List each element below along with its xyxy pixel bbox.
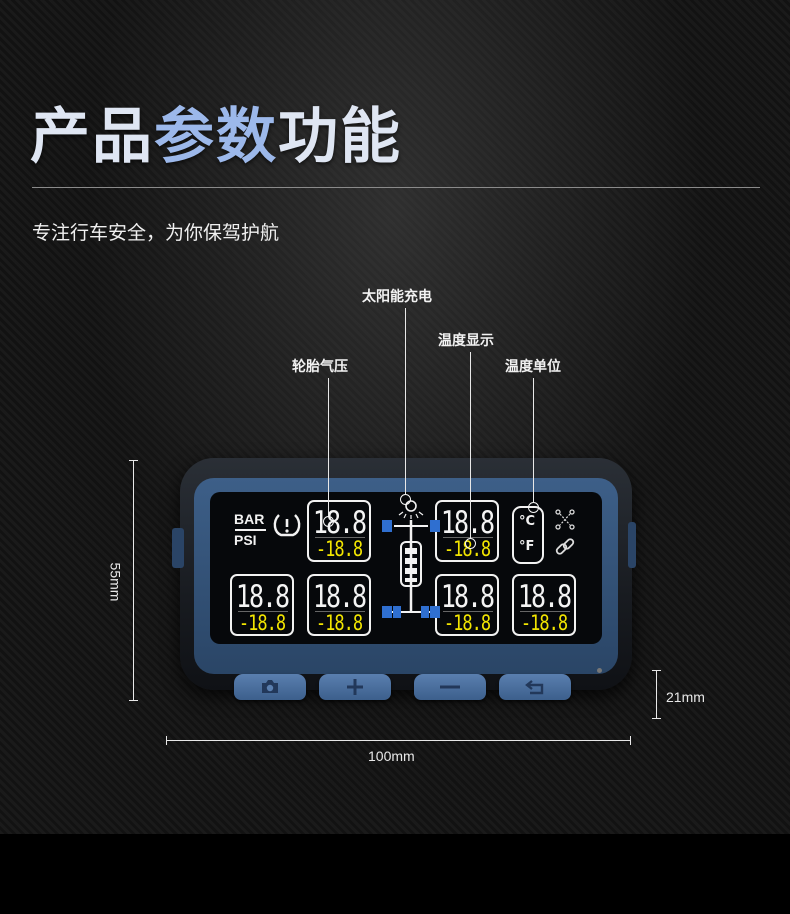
tire-display-rear-right-outer: 18.8 -18.8	[512, 574, 576, 636]
callout-temp-unit: 温度单位	[505, 359, 561, 375]
tire-pressure-value: 18.8	[312, 504, 367, 541]
indicator-led	[597, 668, 602, 673]
unit-divider	[235, 529, 266, 531]
title-part-params: 参数	[154, 102, 278, 172]
plus-icon	[347, 679, 363, 695]
celsius-label: °C	[519, 514, 536, 529]
height-dimension-label: 55mm	[107, 562, 124, 602]
subtitle: 专注行车安全，为你保驾护航	[32, 222, 280, 244]
bottom-band	[0, 834, 790, 914]
marker-ring-temp-unit	[528, 502, 539, 513]
depth-dimension-label: 21mm	[666, 689, 705, 705]
page-title: 产品参数功能	[30, 88, 402, 175]
return-icon	[525, 680, 544, 695]
callout-tire-pressure: 轮胎气压	[292, 359, 348, 375]
marker-ring-solar	[400, 494, 411, 505]
tire-pressure-value: 18.8	[440, 504, 495, 541]
side-button-left	[172, 528, 184, 568]
tire-display-rear-left-inner: 18.8 -18.8	[307, 574, 371, 636]
title-part-product: 产品	[30, 102, 154, 172]
width-dimension-label: 100mm	[368, 748, 415, 764]
width-dimension-line	[166, 740, 630, 741]
camera-button[interactable]	[234, 674, 306, 700]
tire-pressure-value: 18.8	[440, 578, 495, 615]
tire-display-rear-right-inner: 18.8 -18.8	[435, 574, 499, 636]
tire-temp-value: -18.8	[443, 611, 491, 636]
tire-temp-value: -18.8	[315, 611, 363, 636]
tire-temp-value: -18.8	[520, 611, 568, 636]
tpms-monitor-device: BAR PSI 18.8 -18.8 18.8 -18.8 18.8 -18.8…	[172, 458, 642, 704]
callout-temp-display: 温度显示	[438, 333, 494, 349]
side-button-right	[628, 522, 636, 568]
tire-temp-value: -18.8	[315, 537, 363, 562]
title-divider	[32, 187, 760, 188]
temperature-unit-indicator: °C °F	[512, 506, 544, 564]
plus-button[interactable]	[319, 674, 391, 700]
tire-display-front-right: 18.8 -18.8	[435, 500, 499, 562]
minus-button[interactable]	[414, 674, 486, 700]
callout-solar-charging: 太阳能充电	[362, 289, 432, 305]
marker-ring-temp-display	[465, 538, 476, 549]
tire-temp-value: -18.8	[238, 611, 286, 636]
tire-display-front-left: 18.8 -18.8	[307, 500, 371, 562]
leader-line-temp-unit	[533, 378, 534, 502]
unit-bar-label: BAR	[234, 511, 265, 527]
marker-ring-tire-pressure	[323, 516, 334, 527]
title-part-function: 功能	[278, 102, 402, 172]
link-icon	[555, 538, 575, 555]
carbon-fiber-background	[0, 0, 790, 834]
back-button[interactable]	[499, 674, 571, 700]
unit-psi-label: PSI	[234, 532, 257, 548]
tire-pressure-value: 18.8	[235, 578, 290, 615]
fahrenheit-label: °F	[519, 539, 535, 554]
height-dimension-line	[133, 460, 134, 700]
tire-pressure-value: 18.8	[312, 578, 367, 615]
leader-line-temp-display	[470, 352, 471, 538]
camera-icon	[262, 680, 278, 693]
sensor-pairing-icon	[555, 509, 575, 530]
tire-pressure-value: 18.8	[517, 578, 572, 615]
minus-icon	[440, 685, 460, 689]
depth-dimension-line	[656, 670, 657, 718]
truck-axle-diagram-icon	[382, 500, 440, 618]
tpms-warning-icon	[273, 514, 301, 537]
leader-line-tire-pressure	[328, 378, 329, 516]
leader-line-solar	[405, 308, 406, 494]
tire-display-rear-left-outer: 18.8 -18.8	[230, 574, 294, 636]
